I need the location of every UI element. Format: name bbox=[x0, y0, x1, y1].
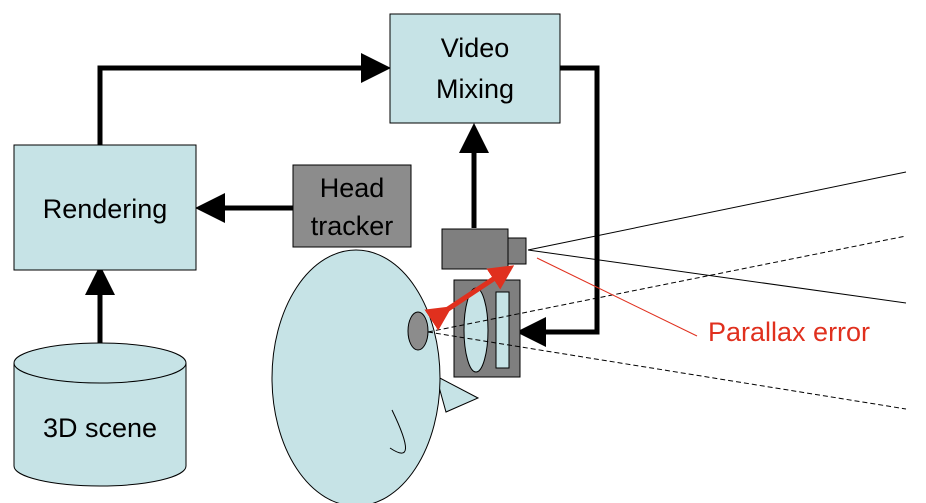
nose bbox=[435, 375, 480, 413]
screen bbox=[495, 291, 510, 369]
3d-scene-label: 3D scene bbox=[43, 413, 157, 443]
mixing-to-display-arrow bbox=[516, 65, 600, 347]
parallax-leader bbox=[536, 257, 698, 337]
head-tracker-box: Head tracker bbox=[292, 164, 412, 248]
video-mixing-box: Video Mixing bbox=[389, 13, 561, 124]
eye-fov-lower bbox=[427, 331, 907, 410]
parallax-arrow bbox=[424, 265, 515, 331]
user-head bbox=[271, 249, 480, 503]
camera bbox=[441, 228, 527, 270]
3d-scene-cylinder: 3D scene bbox=[13, 342, 187, 487]
head-tracker-line1: Head bbox=[320, 173, 385, 203]
lens bbox=[463, 287, 489, 373]
rendering-label: Rendering bbox=[43, 194, 168, 224]
video-mixing-line2: Mixing bbox=[436, 74, 514, 104]
rendering-to-mixing-arrow bbox=[97, 53, 391, 145]
eye bbox=[407, 311, 429, 351]
camera-lens bbox=[507, 237, 527, 265]
head-tracker-line2: tracker bbox=[311, 211, 394, 241]
camera-fov-upper bbox=[527, 171, 907, 251]
camera-fov-lower bbox=[527, 249, 907, 304]
rendering-box: Rendering bbox=[13, 144, 197, 271]
ear bbox=[389, 409, 406, 454]
hmd-display bbox=[453, 279, 521, 378]
parallax-error-label: Parallax error bbox=[708, 317, 870, 347]
video-mixing-line1: Video bbox=[441, 33, 510, 63]
